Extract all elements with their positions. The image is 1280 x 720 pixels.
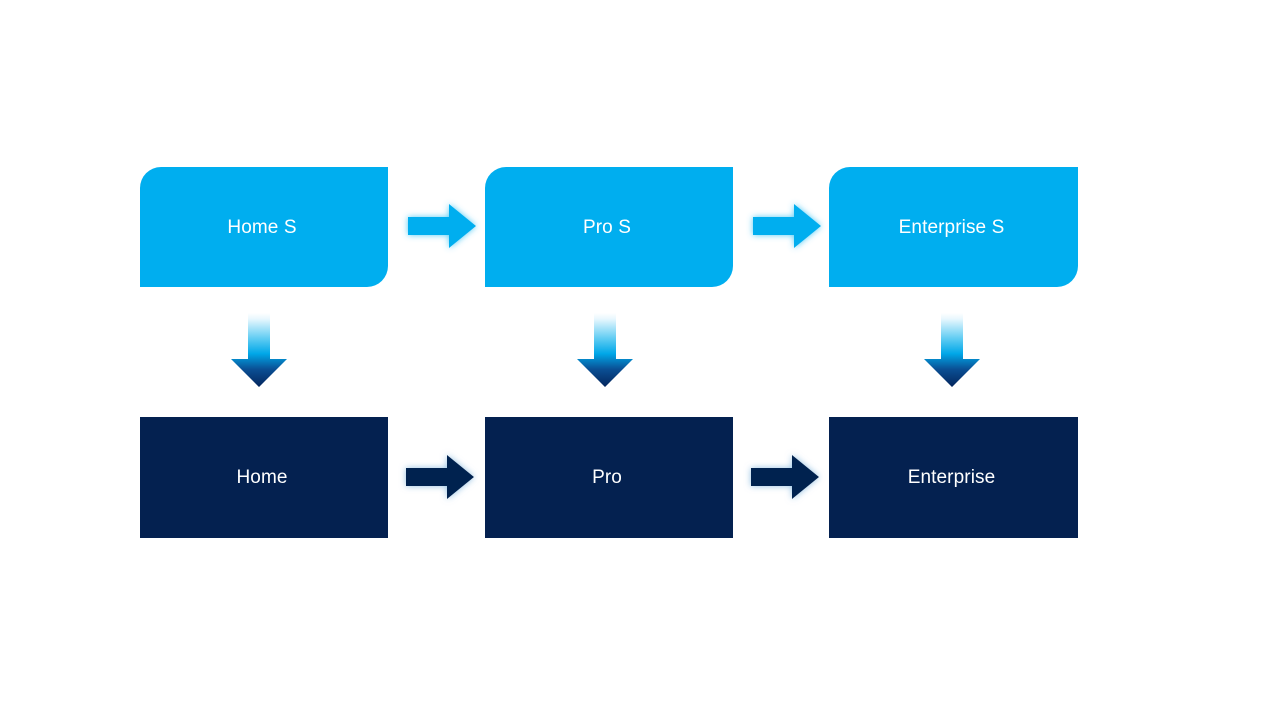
arrow-down-icon-pro-s-to-pro — [574, 312, 636, 388]
node-home-s[interactable]: Home S — [140, 167, 388, 287]
node-enterprise-s-label: Enterprise S — [898, 216, 1005, 238]
node-pro[interactable]: Pro — [485, 417, 733, 538]
node-enterprise[interactable]: Enterprise — [829, 417, 1078, 538]
arrow-right-icon-pro-s-to-enterprise-s — [751, 201, 823, 251]
node-enterprise-label: Enterprise — [907, 467, 996, 488]
node-home[interactable]: Home — [140, 417, 388, 538]
node-home-s-label: Home S — [227, 216, 297, 238]
node-pro-s[interactable]: Pro S — [485, 167, 733, 287]
node-pro-label: Pro — [592, 467, 622, 488]
arrow-right-icon-pro-to-enterprise — [749, 452, 821, 502]
node-home-label: Home — [236, 467, 288, 488]
arrow-down-icon-home-s-to-home — [228, 312, 290, 388]
arrow-right-icon-home-to-pro — [404, 452, 476, 502]
arrow-down-icon-enterprise-s-to-enterprise — [921, 312, 983, 388]
arrow-right-icon-home-s-to-pro-s — [406, 201, 478, 251]
node-enterprise-s[interactable]: Enterprise S — [829, 167, 1078, 287]
node-pro-s-label: Pro S — [582, 216, 632, 238]
